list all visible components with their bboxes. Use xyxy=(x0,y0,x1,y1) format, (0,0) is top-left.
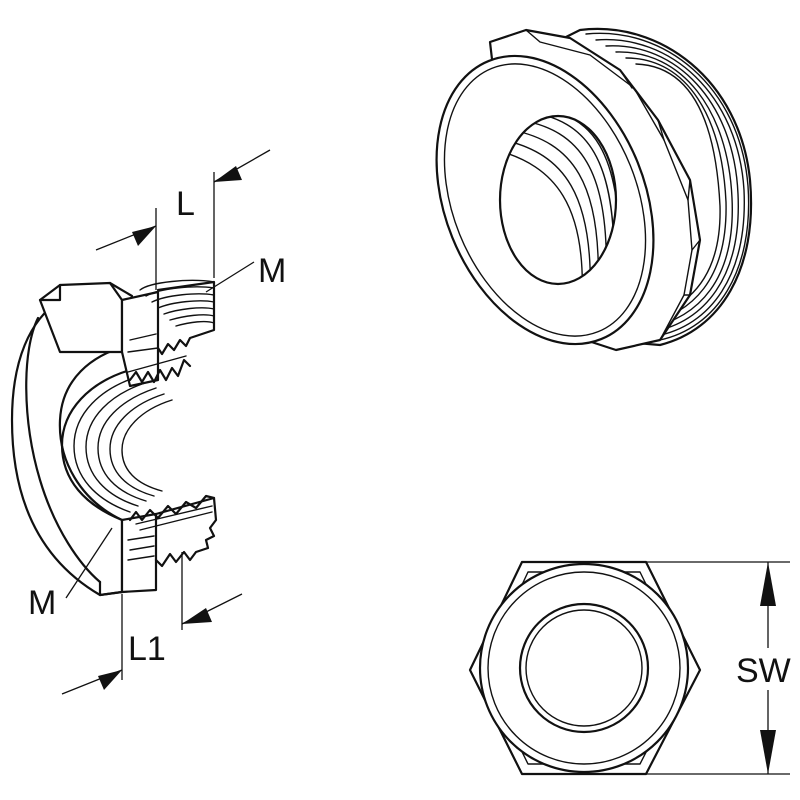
leader-M-top: M xyxy=(205,252,286,293)
dimension-L1: L1 xyxy=(61,552,243,695)
dimension-L: L xyxy=(95,149,271,290)
bottom-internal-thread xyxy=(128,494,218,568)
dimension-label-SW: SW xyxy=(736,652,791,690)
thread-label-M-top: M xyxy=(258,252,286,290)
dimension-label-L: L xyxy=(176,185,195,223)
leader-M-bottom: M xyxy=(28,527,113,622)
perspective-reducer-view xyxy=(435,27,753,352)
thread-label-M-bottom: M xyxy=(28,584,56,622)
top-external-thread xyxy=(139,279,216,356)
internal-thread xyxy=(60,368,173,522)
dimension-SW: SW xyxy=(646,561,800,775)
dimension-label-L1: L1 xyxy=(128,630,166,668)
front-reducer-view xyxy=(468,560,702,776)
sectioned-reducer-view xyxy=(10,279,218,597)
